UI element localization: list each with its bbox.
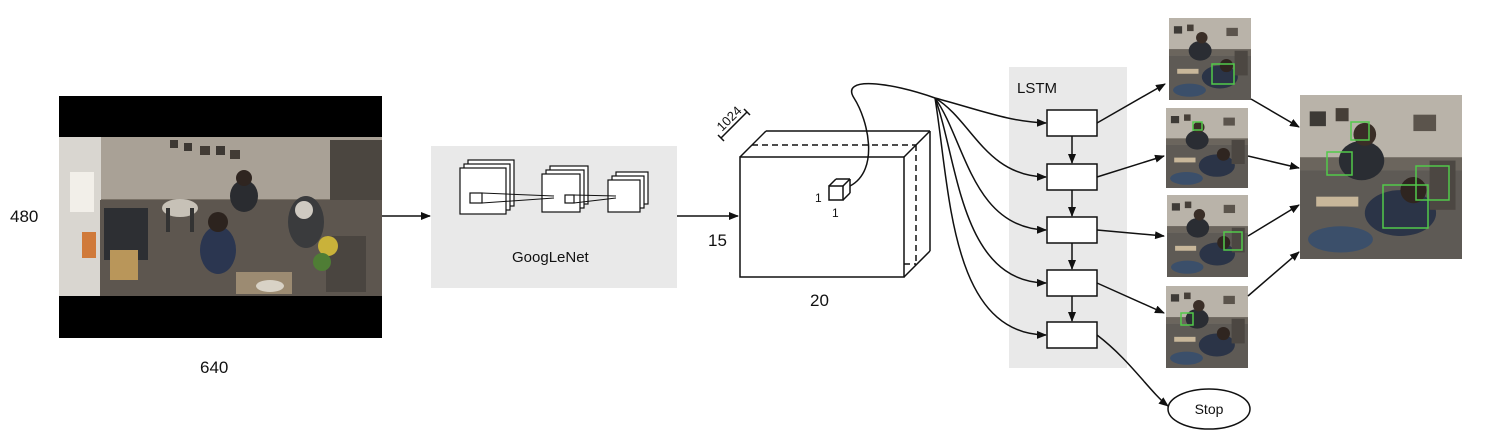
lstm-cell bbox=[1046, 216, 1098, 244]
lstm-cells bbox=[1046, 109, 1098, 349]
stop-node bbox=[1167, 388, 1251, 430]
detection-box bbox=[1350, 121, 1370, 141]
feature-fanout bbox=[934, 97, 1047, 339]
input-height-label: 480 bbox=[10, 207, 38, 226]
lstm-cell bbox=[1046, 269, 1098, 297]
merge-arrows bbox=[1247, 98, 1300, 297]
detection-box bbox=[1415, 165, 1450, 201]
detection-box bbox=[1211, 63, 1235, 85]
googlenet-panel bbox=[431, 146, 677, 288]
lstm-label: LSTM bbox=[1017, 80, 1057, 97]
stop-label: Stop bbox=[1195, 401, 1224, 417]
lstm-cell bbox=[1046, 321, 1098, 349]
detection-box bbox=[1223, 231, 1243, 251]
output-thumbnail bbox=[1167, 195, 1248, 277]
output-thumbnail bbox=[1166, 286, 1248, 368]
detection-box bbox=[1192, 121, 1203, 131]
feature-volume bbox=[717, 108, 931, 278]
final-detections-image bbox=[1300, 95, 1462, 259]
input-frame bbox=[59, 96, 382, 338]
detection-box bbox=[1326, 151, 1353, 176]
output-thumbnail bbox=[1166, 108, 1248, 188]
feature-height-label: 15 bbox=[708, 231, 727, 250]
lstm-cell bbox=[1046, 163, 1098, 191]
googlenet-label: GoogLeNet bbox=[512, 249, 590, 266]
feature-loop bbox=[849, 83, 936, 187]
input-width-label: 640 bbox=[200, 358, 228, 377]
detection-box bbox=[1180, 312, 1194, 326]
feature-width-label: 20 bbox=[810, 291, 829, 310]
cell-height-label: 1 bbox=[815, 191, 822, 205]
output-thumbnail bbox=[1169, 18, 1251, 100]
lstm-output-arrows bbox=[1096, 83, 1169, 407]
lstm-cell bbox=[1046, 109, 1098, 137]
detection-box bbox=[1382, 184, 1429, 229]
cell-width-label: 1 bbox=[832, 206, 839, 220]
